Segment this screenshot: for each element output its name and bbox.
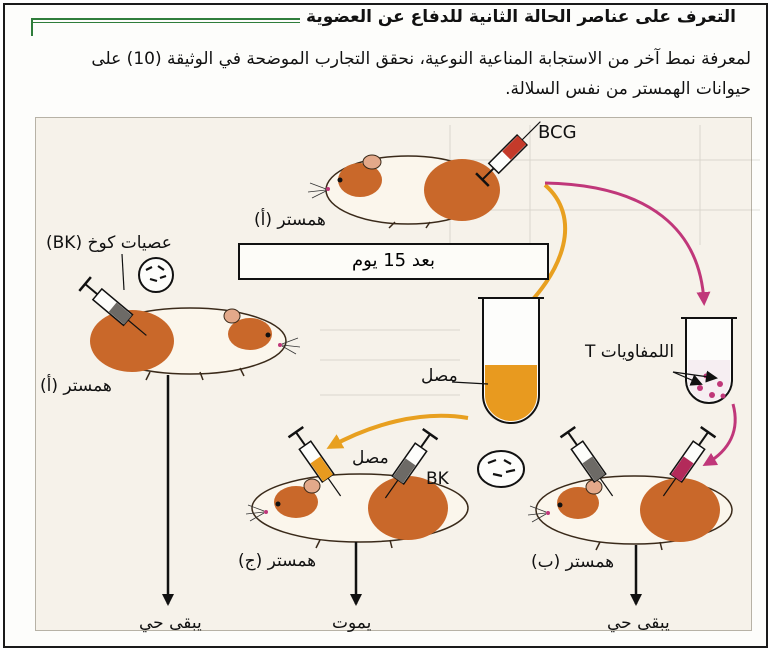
lymphocyte-arrow bbox=[545, 183, 704, 302]
serum-injection-label: مصل bbox=[352, 448, 389, 468]
test-tube-icon bbox=[681, 318, 737, 403]
hamster-a-left-label: همستر (أ) bbox=[40, 376, 112, 396]
hamster-a-top-label: همستر (أ) bbox=[254, 210, 326, 230]
test-tube-icon bbox=[478, 298, 544, 423]
outcome-middle: يموت bbox=[332, 613, 371, 633]
outcome-left: يبقى حي bbox=[139, 613, 202, 633]
serum-transfer-arrow bbox=[330, 416, 468, 447]
hamster-c-label: همستر (ج) bbox=[238, 551, 316, 571]
bacteria-icon bbox=[478, 451, 524, 487]
syringe-icon bbox=[476, 115, 547, 186]
lymphocytes-label: اللمفاويات T bbox=[585, 342, 674, 362]
koch-bacilli-label: عصيات كوخ (BK) bbox=[46, 233, 172, 253]
serum-tube-label: مصل bbox=[421, 366, 458, 386]
time-box-text: بعد 15 يوم bbox=[240, 250, 547, 271]
bacteria-icon bbox=[139, 258, 173, 292]
hamster-icon bbox=[528, 476, 732, 550]
hamster-b-label: همستر (ب) bbox=[531, 552, 614, 572]
outcome-right: يبقى حي bbox=[607, 613, 670, 633]
bcg-label: BCG bbox=[538, 122, 577, 143]
hamster-icon bbox=[308, 155, 500, 228]
koch-pointer bbox=[122, 254, 124, 290]
bk-label: BK bbox=[426, 469, 449, 489]
time-box: بعد 15 يوم bbox=[238, 243, 549, 280]
